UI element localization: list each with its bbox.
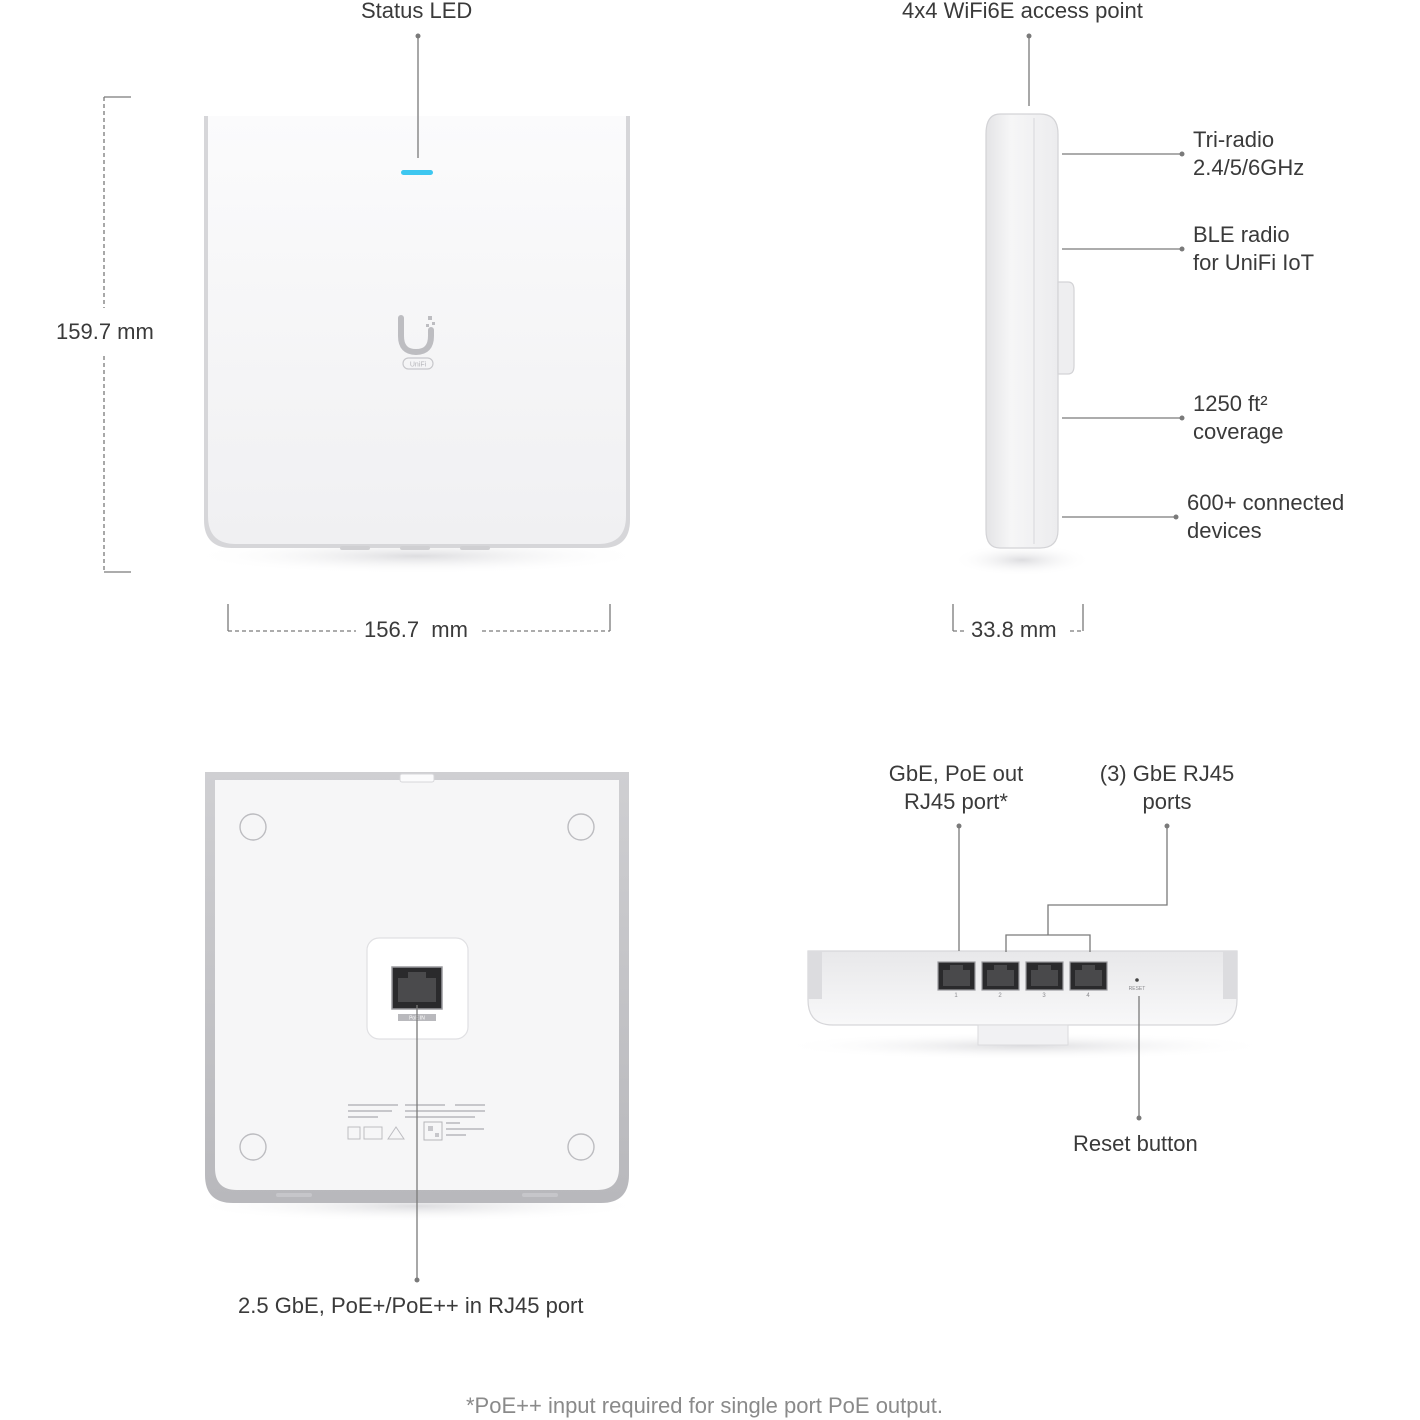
lan-port-4 — [1069, 961, 1108, 991]
mount-hole — [239, 813, 267, 841]
lan-port-2 — [981, 961, 1020, 991]
side-view — [952, 113, 1092, 576]
width-dimension — [227, 604, 611, 632]
bottom-end-left — [808, 951, 822, 999]
front-vent — [460, 546, 490, 550]
lan-port-1 — [937, 961, 976, 991]
access-point-label: 4x4 WiFi6E access point — [902, 0, 1143, 23]
gbe-ports-leader — [1005, 826, 1168, 952]
width-dimension-label: 156.7 mm — [364, 617, 468, 642]
rear-rj45-port — [391, 966, 443, 1010]
rear-clip — [399, 773, 435, 783]
unifi-logo: UniFi — [398, 315, 435, 370]
bottom-mount — [977, 1024, 1069, 1046]
side-shadow — [952, 544, 1092, 576]
status-led-label: Status LED — [361, 0, 473, 23]
height-dimension — [103, 96, 131, 573]
bottom-shadow — [775, 1032, 1275, 1060]
port-number: 1 — [954, 993, 958, 999]
reset-hole — [1135, 978, 1139, 982]
poe-in-leader — [414, 1005, 420, 1283]
front-vent — [400, 546, 430, 550]
reset-text: RESET — [1129, 986, 1146, 992]
rear-vent — [276, 1193, 312, 1197]
mount-hole — [239, 1133, 267, 1161]
side-body — [985, 113, 1059, 549]
mount-hole — [567, 1133, 595, 1161]
side-mount — [1057, 281, 1075, 375]
rear-view: PoE IN — [187, 772, 647, 1222]
port-number: 2 — [998, 993, 1002, 999]
bottom-end-right — [1223, 951, 1237, 999]
access-point-leader — [1026, 33, 1032, 106]
status-led — [401, 170, 433, 175]
side-feature-leaders — [1062, 153, 1182, 518]
poe-out-leader — [956, 823, 962, 951]
port-number: 4 — [1086, 993, 1090, 999]
reset-leader — [1136, 996, 1142, 1121]
lan-port-3 — [1025, 961, 1064, 991]
rear-vent — [522, 1193, 558, 1197]
depth-dimension — [952, 604, 1084, 632]
status-led-leader — [415, 33, 421, 158]
footnote: *PoE++ input required for single port Po… — [466, 1393, 943, 1418]
bottom-body — [807, 950, 1238, 1026]
front-vent — [340, 546, 370, 550]
poe-in-label: 2.5 GbE, PoE+/PoE++ in RJ45 port — [238, 1293, 584, 1318]
height-dimension-label: 159.7 mm — [56, 319, 154, 344]
front-view: UniFi — [187, 116, 647, 574]
regulatory-label — [347, 1104, 485, 1141]
bottom-view: 1 2 3 4 RESET — [775, 950, 1275, 1060]
mount-hole — [567, 813, 595, 841]
brand-text: UniFi — [410, 362, 427, 369]
port-number: 3 — [1042, 993, 1046, 999]
depth-dimension-label: 33.8 mm — [971, 617, 1057, 642]
front-face — [208, 116, 626, 544]
reset-button-label: Reset button — [1073, 1131, 1198, 1156]
